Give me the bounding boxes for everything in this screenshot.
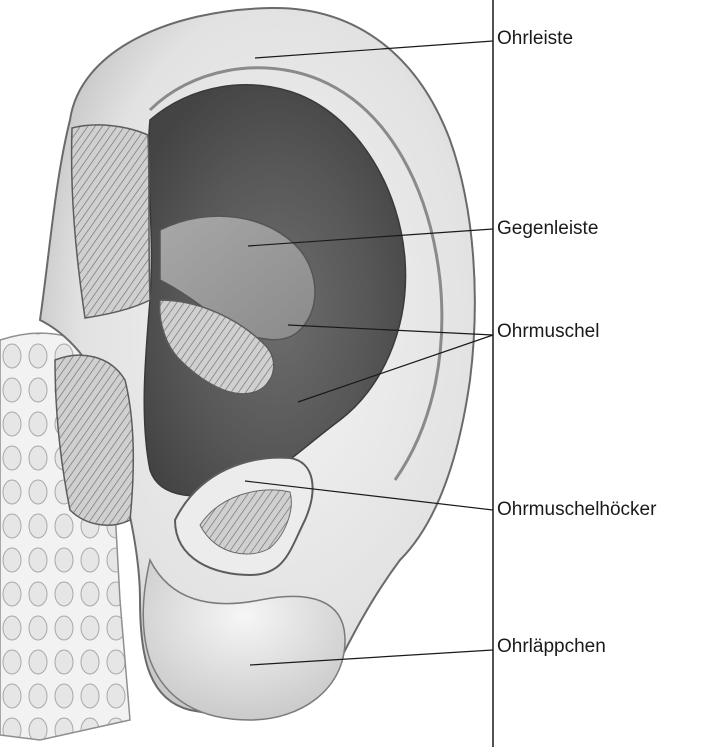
label-ohrmuschel: Ohrmuschel (497, 321, 599, 343)
label-ohrlaeppchen: Ohrläppchen (497, 636, 606, 658)
label-ohrmuschelhoecker: Ohrmuschelhöcker (497, 499, 656, 521)
upper-muscle (72, 125, 150, 318)
label-gegenleiste: Gegenleiste (497, 218, 598, 240)
label-ohrleiste: Ohrleiste (497, 28, 573, 50)
